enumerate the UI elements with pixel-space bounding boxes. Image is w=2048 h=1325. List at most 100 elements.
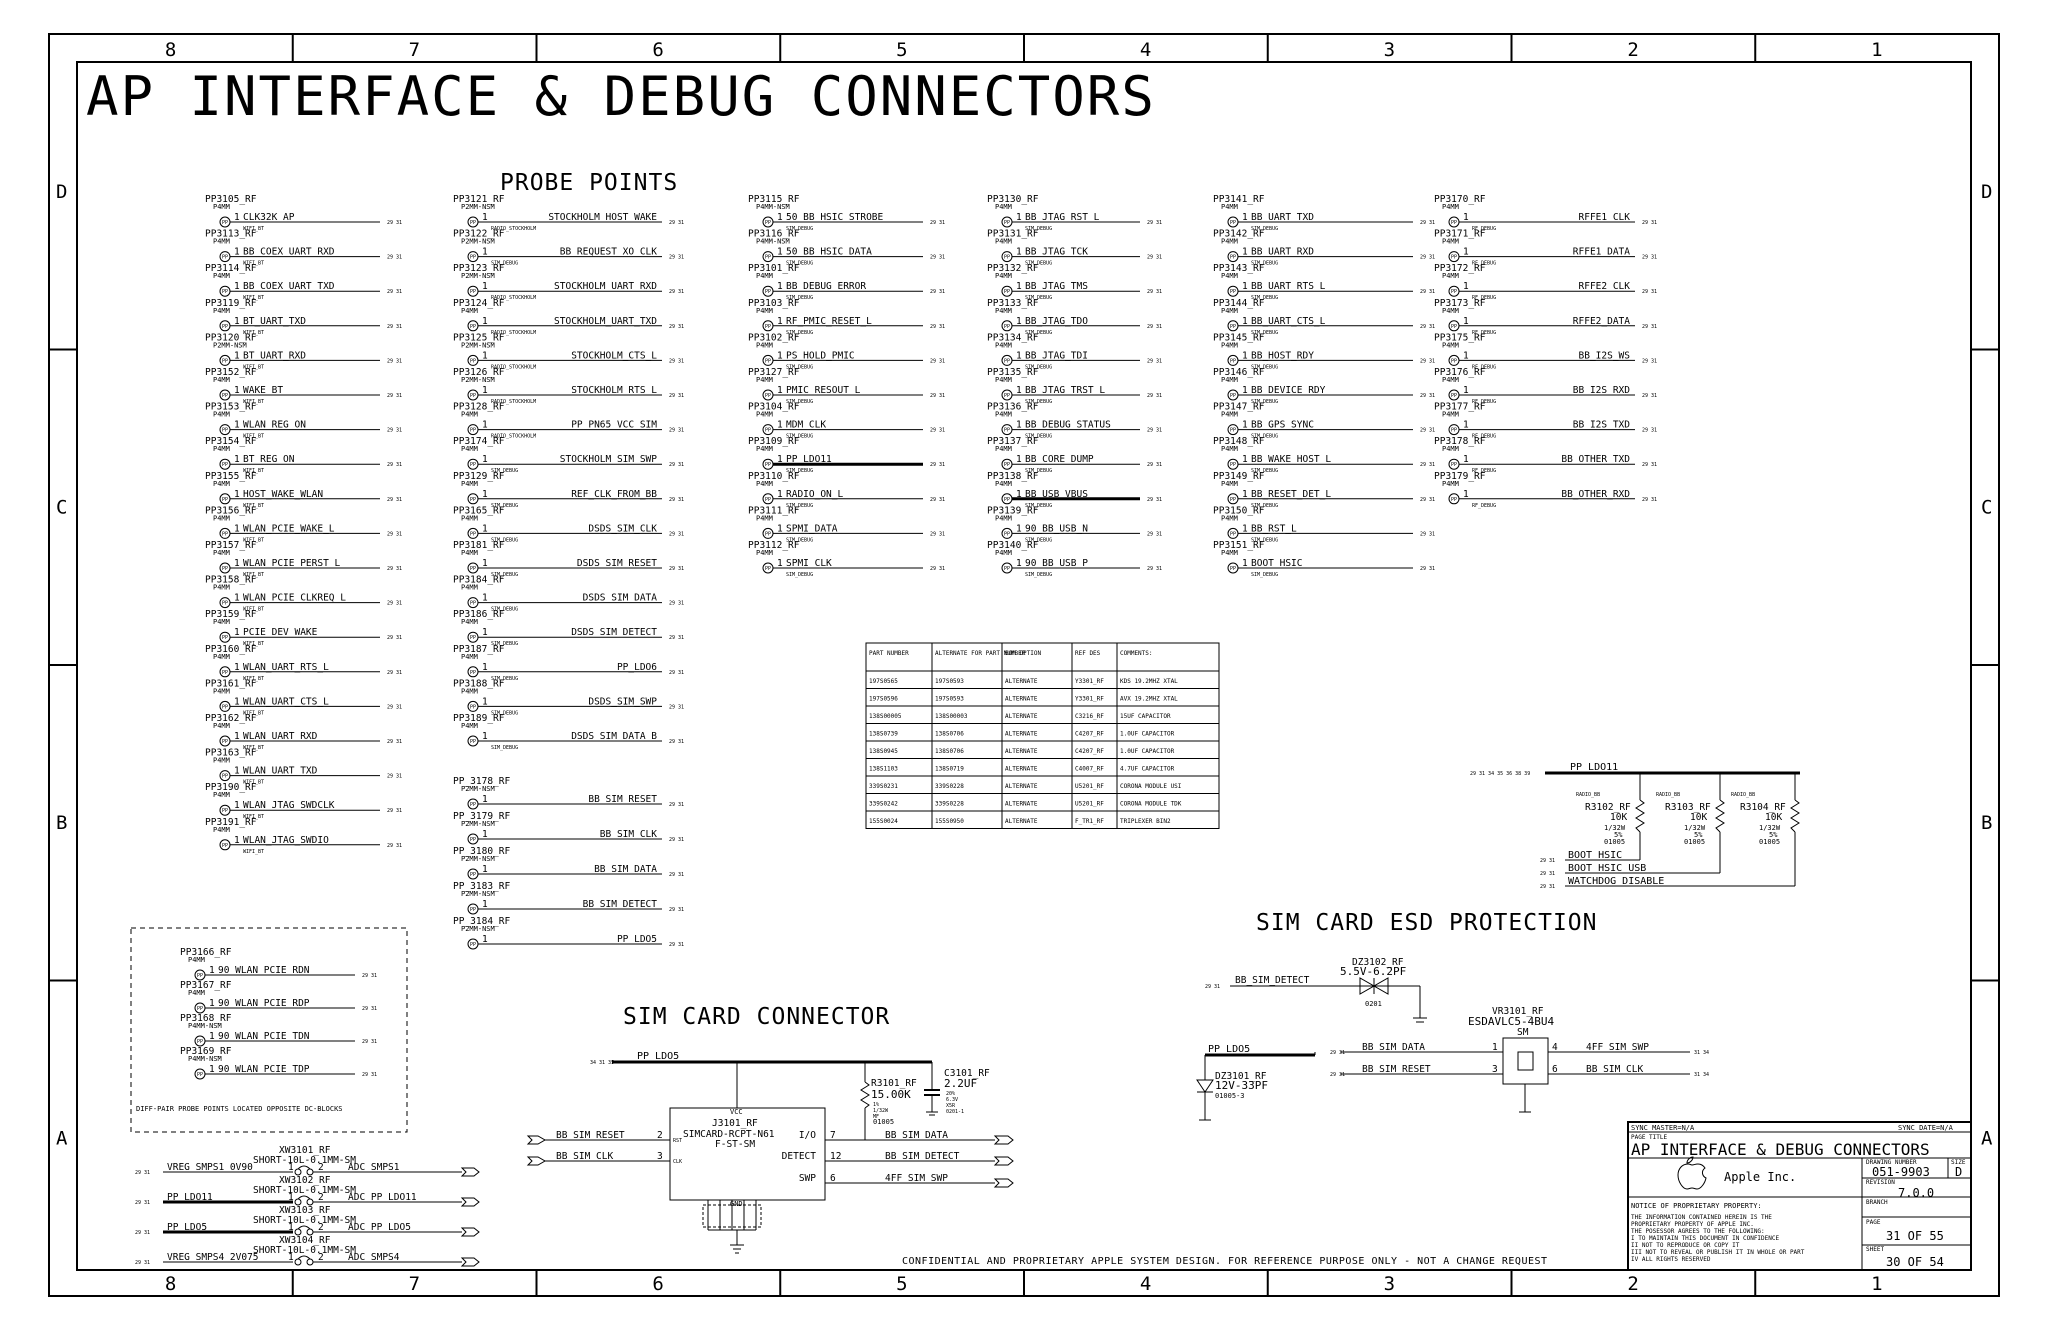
probe-page-xref: 29 31 [1642, 358, 1657, 364]
probe-package: P2MM-NSM [461, 376, 495, 384]
sheet-label: SHEET [1866, 1246, 1884, 1253]
probe-pad-label: PP [1004, 289, 1010, 295]
probe-ref: PP3152_RF [205, 367, 257, 378]
probe-group: SIM_DEBUG [491, 537, 518, 543]
probe-group: SIM_DEBUG [491, 641, 518, 647]
probe-ref: PP3160_RF [205, 644, 257, 655]
probe-pin-number: 1 [482, 696, 488, 707]
probe-page-xref: 29 31 [387, 808, 402, 814]
probe-pad-label: PP [222, 808, 228, 814]
probe-net-name: 90_WLAN_PCIE_RDN [218, 965, 310, 976]
probe-page-xref: 29 31 [1420, 393, 1435, 399]
probe-pin-number: 1 [1016, 454, 1022, 465]
probe-ref: PP3103_RF [748, 298, 800, 309]
probe-page-xref: 29 31 [1420, 566, 1435, 572]
cap-package: 0201-1 [946, 1109, 964, 1115]
probe-net-name: BT_UART_RXD [243, 350, 306, 361]
probe-pin-number: 1 [1463, 281, 1469, 292]
probe-pin-number: 1 [482, 794, 488, 805]
probe-pad-label: PP [470, 462, 476, 468]
probe-pad-label: PP [222, 393, 228, 399]
probe-pad-label: PP [470, 289, 476, 295]
short-pin: 2 [318, 1222, 324, 1233]
sim-pin-name: SWP [799, 1173, 816, 1184]
proprietary-notice-line: THE INFORMATION CONTAINED HEREIN IS THE [1631, 1214, 1772, 1221]
probe-package: P2MM-NSM [213, 341, 247, 349]
probe-pad-label: PP [197, 1006, 203, 1012]
probe-ref: PP3102_RF [748, 332, 800, 343]
probe-pad-label: PP [1004, 393, 1010, 399]
probe-group: WIFI_BT [243, 399, 264, 405]
probe-net-name: 90_BB_USB_P [1025, 558, 1088, 569]
proprietary-notice-line: THE POSESSOR AGREES TO THE FOLLOWING: [1631, 1228, 1765, 1235]
probe-group: WIFI_BT [243, 503, 264, 509]
branch-label: BRANCH [1866, 1199, 1888, 1206]
short-bridge [297, 1225, 311, 1230]
resistor-value: 15.00K [871, 1088, 911, 1101]
probe-page-xref: 29 31 [1147, 531, 1162, 537]
cap-voltage: 6.3V [946, 1097, 958, 1103]
probe-package: P4MM [756, 549, 773, 557]
probe-pin-number: 1 [234, 212, 240, 223]
probe-ref: PP3186_RF [453, 609, 505, 620]
probe-pad-label: PP [1004, 497, 1010, 503]
parts-table-cell: 197S0596 [869, 696, 898, 703]
probe-ref: PP3112_RF [748, 540, 800, 551]
esd-chip-part: ESDAVLC5-4BU4 [1468, 1015, 1554, 1028]
probe-pad-label: PP [765, 324, 771, 330]
pullup-net-xref: 29 31 [1540, 858, 1555, 864]
short-ref: XW3101_RF [279, 1145, 331, 1156]
probe-pin-number: 1 [482, 247, 488, 258]
probe-group: RF_DEBUG [1472, 226, 1496, 232]
probe-page-xref: 29 31 [1420, 220, 1435, 226]
probe-pad-label: PP [1230, 462, 1236, 468]
probe-pin-number: 1 [234, 454, 240, 465]
probe-pin-number: 1 [1463, 385, 1469, 396]
probe-ref: PP3145_RF [1213, 332, 1265, 343]
short-xref: 29 31 [135, 1170, 150, 1176]
probe-package: P4MM [756, 445, 773, 453]
probe-pin-number: 1 [1242, 558, 1248, 569]
probe-ref: PP3146_RF [1213, 367, 1265, 378]
proprietary-notice-line: I TO MAINTAIN THIS DOCUMENT IN CONFIDENC… [1631, 1235, 1779, 1242]
esd-diode-value: 5.5V-6.2PF [1340, 965, 1406, 978]
probe-group: SIM_DEBUG [786, 572, 813, 578]
probe-pad-label: PP [470, 393, 476, 399]
probe-pin-number: 1 [234, 385, 240, 396]
probe-pin-number: 1 [234, 696, 240, 707]
probe-pin-number: 1 [209, 998, 215, 1009]
parts-table-cell: TRIPLEXER BIN2 [1120, 818, 1171, 825]
probe-package: P4MM [213, 307, 230, 315]
probe-pin-number: 1 [234, 766, 240, 777]
probe-pad-label: PP [1004, 566, 1010, 572]
probe-ref: PP3104_RF [748, 402, 800, 413]
probe-page-xref: 29 31 [930, 531, 945, 537]
probe-net-name: 90_WLAN_PCIE_TDN [218, 1031, 310, 1042]
probe-pin-number: 1 [777, 212, 783, 223]
probe-net-name: WLAN_UART_RTS_L [243, 662, 329, 673]
sim-connector-package: F-ST-SM [715, 1139, 755, 1150]
probe-pad-label: PP [1451, 428, 1457, 434]
probe-page-xref: 29 31 [387, 531, 402, 537]
parts-table-cell: Y3301_RF [1075, 678, 1104, 685]
probe-pad-label: PP [222, 601, 228, 607]
probe-pin-number: 1 [234, 489, 240, 500]
probe-pad-label: PP [765, 358, 771, 364]
probe-group: WIFI_BT [243, 330, 264, 336]
probe-pad-label: PP [222, 635, 228, 641]
probe-page-xref: 29 31 [1147, 289, 1162, 295]
probe-package: P4MM [213, 618, 230, 626]
resistor-value: 10K [1610, 812, 1627, 823]
probe-net-name: 90_BB_USB_N [1025, 523, 1088, 534]
probe-group: SIM_DEBUG [786, 330, 813, 336]
probe-page-xref: 29 31 [1420, 324, 1435, 330]
probe-package: P4MM [461, 653, 478, 661]
parts-table-header: COMMENTS: [1120, 650, 1153, 657]
probe-pin-number: 1 [234, 420, 240, 431]
sim-pin-number: 3 [657, 1151, 663, 1162]
probe-group: SIM_DEBUG [1025, 468, 1052, 474]
diff-pair-note: DIFF-PAIR PROBE POINTS LOCATED OPPOSITE … [136, 1105, 343, 1113]
probe-page-xref: 29 31 [387, 739, 402, 745]
